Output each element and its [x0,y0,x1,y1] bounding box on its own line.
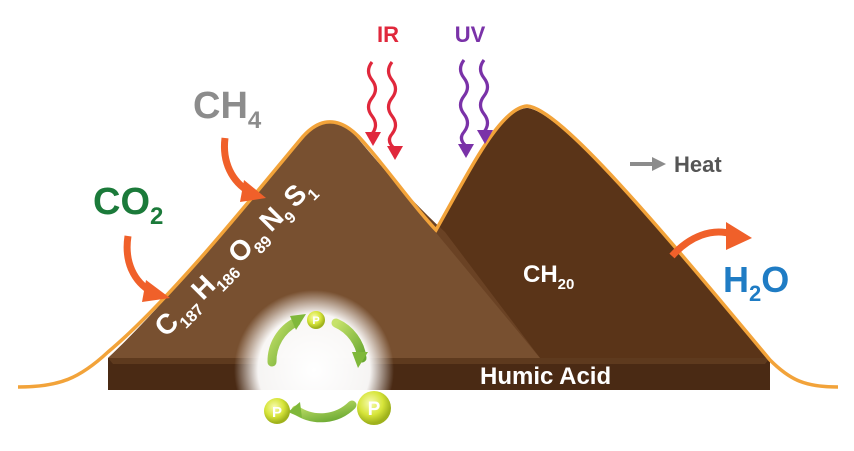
ir-label: IR [377,22,399,47]
cycle-arrowhead-bottom [288,402,302,418]
cycle-arrowhead-right [352,352,368,368]
soil-outline [17,104,839,389]
ch20-label: CH20 [523,261,574,293]
cycle-arrowhead-left [290,314,306,330]
p-ball-left [264,398,290,424]
uv-arrows [458,59,490,148]
humic-acid-label: Humic Acid [480,363,611,390]
uv-arrowhead-1 [458,144,474,158]
p-label-right: P [368,399,381,420]
co2-label: CO2 [93,181,163,230]
co2-arrowhead [142,280,170,302]
right-mountain [436,108,770,388]
p-label-left: P [272,404,282,421]
p-ball-right [357,391,391,425]
uv-label: UV [455,22,486,47]
cycle-arrow-bottom [291,400,357,423]
h2o-label: H2O [723,259,789,306]
ch4-arrowhead [240,180,266,202]
ir-arrowhead-2 [387,146,403,160]
heat-arrowhead [652,157,666,171]
ch4-label: CH4 [193,85,262,134]
slab-top-edge [108,358,770,364]
h2o-arrowhead [726,222,752,250]
left-mountain-face [108,122,540,358]
heat-label: Heat [674,152,722,177]
cycle-arrow-left [267,317,301,367]
ir-arrowhead-1 [365,132,381,146]
ir-arrows [366,61,398,150]
p-ball-small [307,311,325,329]
p-label-small: P [312,315,319,327]
uv-arrowhead-2 [477,130,493,144]
